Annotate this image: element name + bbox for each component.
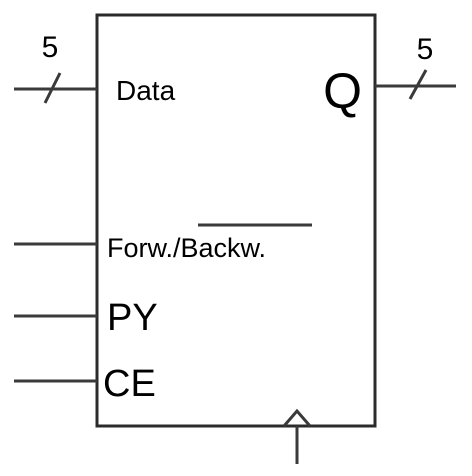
data-pin-label: Data [116, 75, 176, 106]
backward-label-inverted: Backw. [181, 233, 267, 263]
data-bus-width-label: 5 [42, 31, 59, 64]
direction-pin-label: Forw./Backw. [107, 233, 266, 263]
data-bus-slash [43, 72, 62, 104]
ce-pin-label: CE [103, 363, 156, 405]
q-bus-slash [408, 69, 428, 100]
py-pin-label: PY [107, 297, 158, 339]
counter-block [95, 13, 377, 428]
forward-label: Forw./ [107, 233, 181, 263]
clock-edge-indicator [282, 408, 312, 427]
q-pin-label: Q [323, 63, 362, 119]
q-bus-width-label: 5 [417, 33, 434, 66]
